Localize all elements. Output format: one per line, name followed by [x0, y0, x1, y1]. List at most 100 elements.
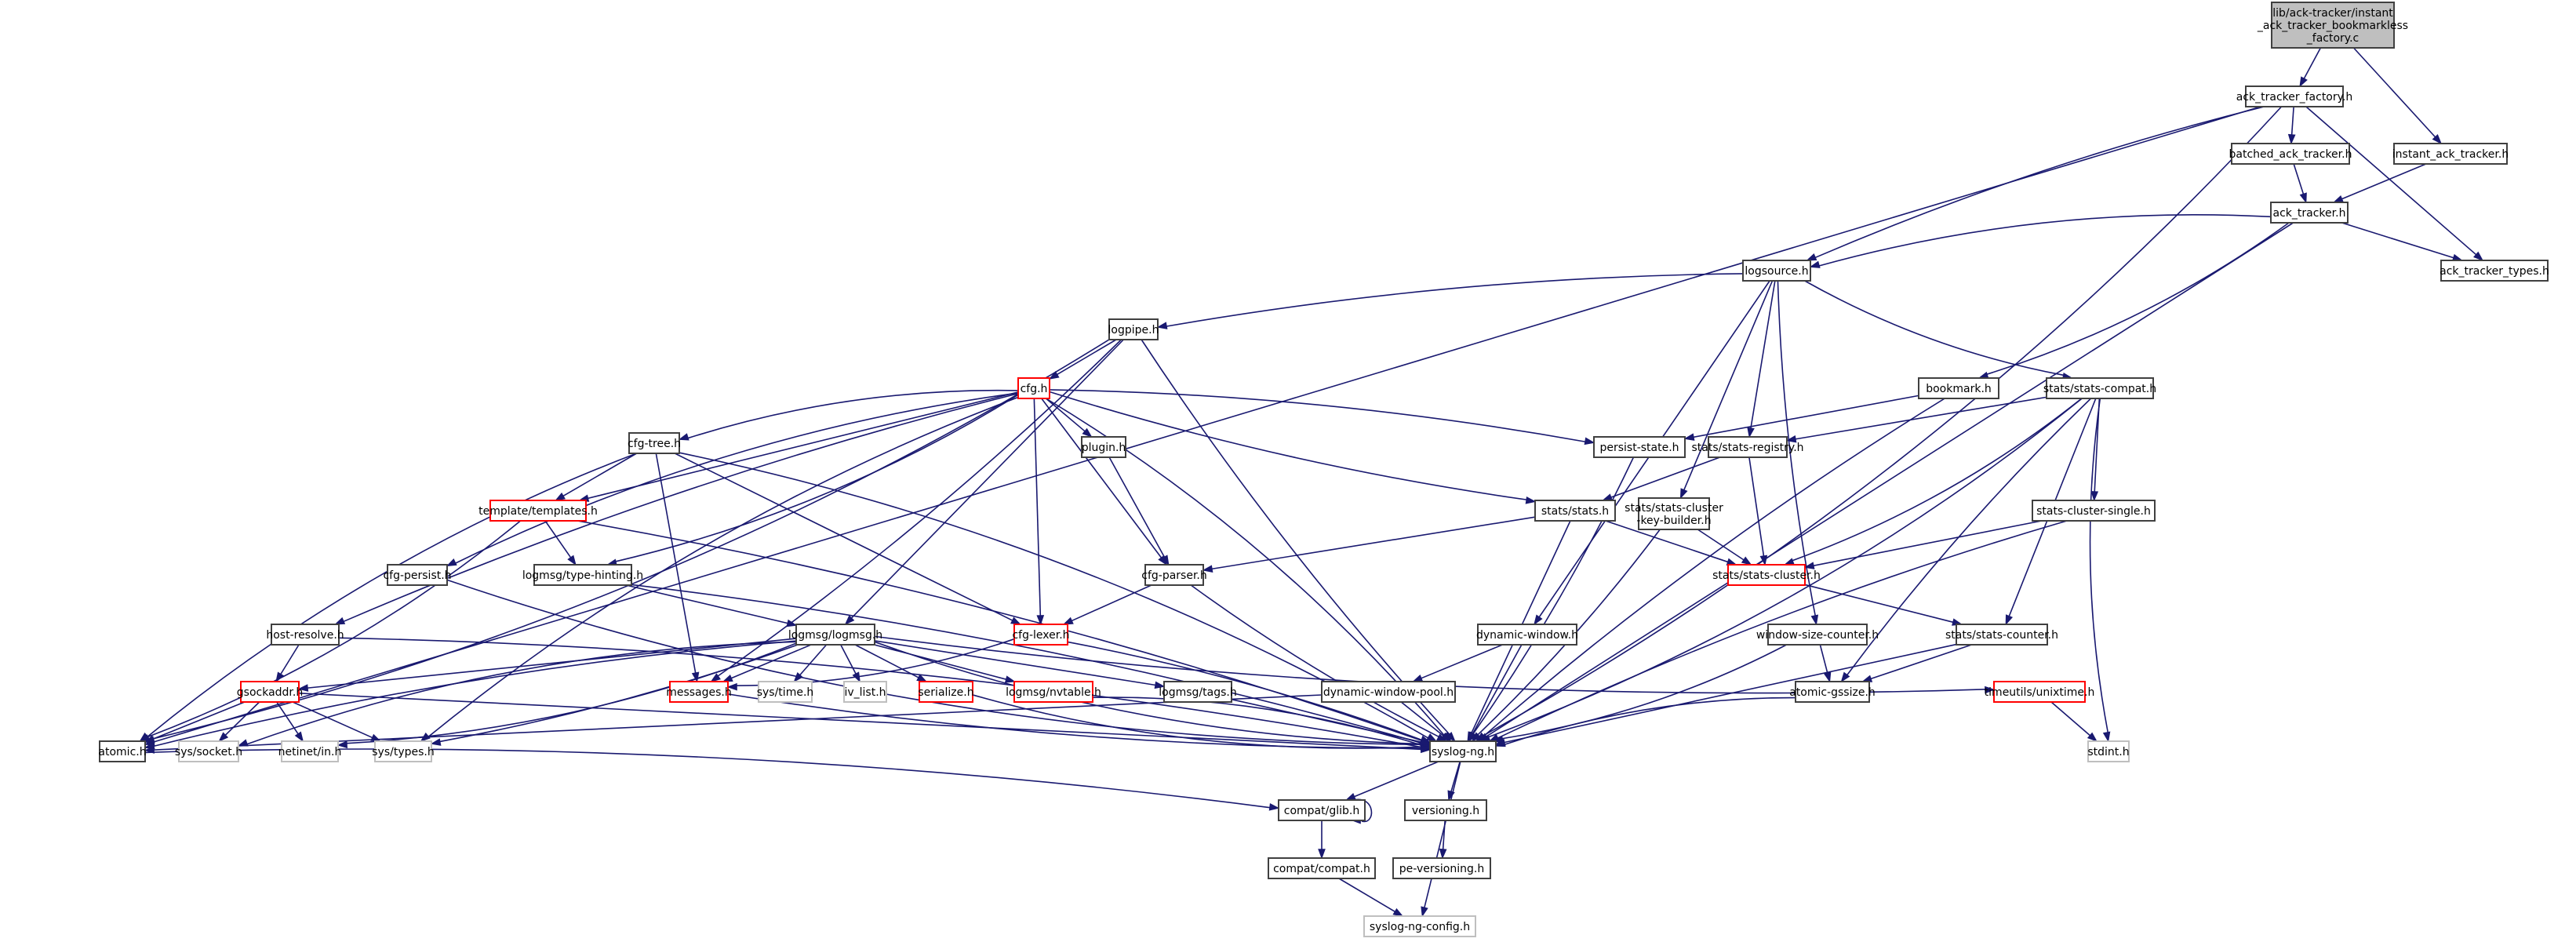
- node-box[interactable]: [1993, 681, 2086, 703]
- node-atomic-gssize[interactable]: atomic-gssize.h: [1789, 681, 1876, 703]
- node-logsource[interactable]: logsource.h: [1742, 260, 1811, 282]
- node-dynamic-window-pool[interactable]: dynamic-window-pool.h: [1321, 681, 1456, 703]
- node-box[interactable]: [1534, 500, 1616, 522]
- node-box[interactable]: [1321, 681, 1456, 703]
- node-sys-time[interactable]: sys/time.h: [757, 681, 814, 703]
- node-box[interactable]: [374, 740, 432, 762]
- node-box[interactable]: [178, 740, 239, 762]
- node-iv-list[interactable]: iv_list.h: [843, 681, 887, 703]
- node-cfg-lexer[interactable]: cfg-lexer.h: [1012, 624, 1070, 646]
- node-stats[interactable]: stats/stats.h: [1534, 500, 1616, 522]
- node-box[interactable]: [1268, 857, 1376, 879]
- node-compat-glib[interactable]: compat/glib.h: [1278, 799, 1366, 821]
- node-box[interactable]: [919, 681, 973, 703]
- node-root[interactable]: lib/ack-tracker/instant_ack_tracker_book…: [2257, 2, 2408, 49]
- node-box[interactable]: [2032, 500, 2156, 522]
- node-box[interactable]: [2270, 202, 2349, 224]
- node-ack-tracker-types[interactable]: ack_tracker_types.h: [2440, 260, 2549, 282]
- node-box[interactable]: [1278, 799, 1366, 821]
- node-box[interactable]: [1144, 564, 1204, 586]
- node-box[interactable]: [1727, 564, 1806, 586]
- node-cfg-persist[interactable]: cfg-persist.h: [383, 564, 452, 586]
- node-stdint[interactable]: stdint.h: [2087, 740, 2130, 762]
- node-syslog-ng[interactable]: syslog-ng.h: [1429, 740, 1497, 762]
- node-box[interactable]: [2245, 85, 2344, 107]
- node-box[interactable]: [628, 432, 680, 454]
- node-messages[interactable]: messages.h: [666, 681, 732, 703]
- node-box[interactable]: [1081, 436, 1126, 458]
- node-instant-ack-tracker[interactable]: instant_ack_tracker.h: [2392, 143, 2509, 165]
- node-logpipe[interactable]: logpipe.h: [1108, 318, 1159, 340]
- node-syslog-ng-config[interactable]: syslog-ng-config.h: [1363, 915, 1476, 937]
- node-box[interactable]: [1767, 624, 1868, 646]
- node-type-hinting[interactable]: logmsg/type-hinting.h: [522, 564, 643, 586]
- node-box[interactable]: [1477, 624, 1577, 646]
- node-host-resolve[interactable]: host-resolve.h: [266, 624, 344, 646]
- node-nvtable[interactable]: logmsg/nvtable.h: [1006, 681, 1101, 703]
- node-atomic[interactable]: atomic.h: [98, 740, 147, 762]
- node-box[interactable]: [1363, 915, 1476, 937]
- node-box[interactable]: [1017, 377, 1050, 399]
- node-ack-tracker-factory[interactable]: ack_tracker_factory.h: [2236, 85, 2353, 107]
- node-gsockaddr[interactable]: gsockaddr.h: [237, 681, 303, 703]
- node-pe-versioning[interactable]: pe-versioning.h: [1392, 857, 1491, 879]
- node-box[interactable]: [1392, 857, 1491, 879]
- node-templates[interactable]: template/templates.h: [478, 500, 598, 522]
- node-serialize[interactable]: serialize.h: [918, 681, 974, 703]
- node-box[interactable]: [533, 564, 632, 586]
- node-plugin[interactable]: plugin.h: [1081, 436, 1126, 458]
- node-box[interactable]: [669, 681, 729, 703]
- node-box[interactable]: [1593, 436, 1686, 458]
- node-box[interactable]: [758, 681, 813, 703]
- node-box[interactable]: [1918, 377, 1999, 399]
- node-box[interactable]: [1163, 681, 1232, 703]
- node-box[interactable]: [2087, 740, 2130, 762]
- node-box[interactable]: [387, 564, 448, 586]
- node-box[interactable]: [281, 740, 339, 762]
- node-box[interactable]: [843, 681, 887, 703]
- node-stats-compat[interactable]: stats/stats-compat.h: [2043, 377, 2156, 399]
- node-box[interactable]: [2046, 377, 2154, 399]
- node-box[interactable]: [2440, 260, 2549, 282]
- node-compat-compat[interactable]: compat/compat.h: [1268, 857, 1376, 879]
- node-cfg[interactable]: cfg.h: [1017, 377, 1050, 399]
- node-dynamic-window[interactable]: dynamic-window.h: [1476, 624, 1578, 646]
- node-window-size-counter[interactable]: window-size-counter.h: [1756, 624, 1879, 646]
- node-box[interactable]: [2271, 2, 2395, 49]
- node-box[interactable]: [1013, 681, 1093, 703]
- node-stats-cluster[interactable]: stats/stats-cluster.h: [1712, 564, 1821, 586]
- node-box[interactable]: [1013, 624, 1068, 646]
- node-box[interactable]: [795, 624, 875, 646]
- node-box[interactable]: [1404, 799, 1487, 821]
- node-netinet-in[interactable]: netinet/in.h: [278, 740, 342, 762]
- node-box[interactable]: [489, 500, 587, 522]
- node-cfg-parser[interactable]: cfg-parser.h: [1141, 564, 1207, 586]
- node-ack-tracker[interactable]: ack_tracker.h: [2270, 202, 2349, 224]
- node-logmsg[interactable]: logmsg/logmsg.h: [788, 624, 882, 646]
- node-box[interactable]: [1638, 497, 1710, 530]
- node-box[interactable]: [240, 681, 300, 703]
- node-box[interactable]: [1108, 318, 1159, 340]
- node-stats-cluster-key-builder[interactable]: stats/stats-cluster-key-builder.h: [1625, 497, 1723, 530]
- node-stats-cluster-single[interactable]: stats-cluster-single.h: [2032, 500, 2156, 522]
- node-stats-counter[interactable]: stats/stats-counter.h: [1945, 624, 2058, 646]
- node-bookmark[interactable]: bookmark.h: [1918, 377, 1999, 399]
- node-unixtime[interactable]: timeutils/unixtime.h: [1985, 681, 2095, 703]
- node-box[interactable]: [1795, 681, 1870, 703]
- node-versioning[interactable]: versioning.h: [1404, 799, 1487, 821]
- node-batched-ack-tracker[interactable]: batched_ack_tracker.h: [2229, 143, 2352, 165]
- node-box[interactable]: [99, 740, 146, 762]
- node-box[interactable]: [1429, 740, 1497, 762]
- node-box[interactable]: [2231, 143, 2350, 165]
- node-stats-registry[interactable]: stats/stats-registry.h: [1691, 436, 1804, 458]
- node-sys-types[interactable]: sys/types.h: [372, 740, 435, 762]
- node-persist-state[interactable]: persist-state.h: [1593, 436, 1686, 458]
- node-tags[interactable]: logmsg/tags.h: [1159, 681, 1237, 703]
- node-box[interactable]: [1956, 624, 2048, 646]
- node-sys-socket[interactable]: sys/socket.h: [175, 740, 242, 762]
- node-box[interactable]: [2393, 143, 2508, 165]
- node-box[interactable]: [1742, 260, 1811, 282]
- node-box[interactable]: [271, 624, 340, 646]
- node-box[interactable]: [1708, 436, 1788, 458]
- node-cfg-tree[interactable]: cfg-tree.h: [628, 432, 681, 454]
